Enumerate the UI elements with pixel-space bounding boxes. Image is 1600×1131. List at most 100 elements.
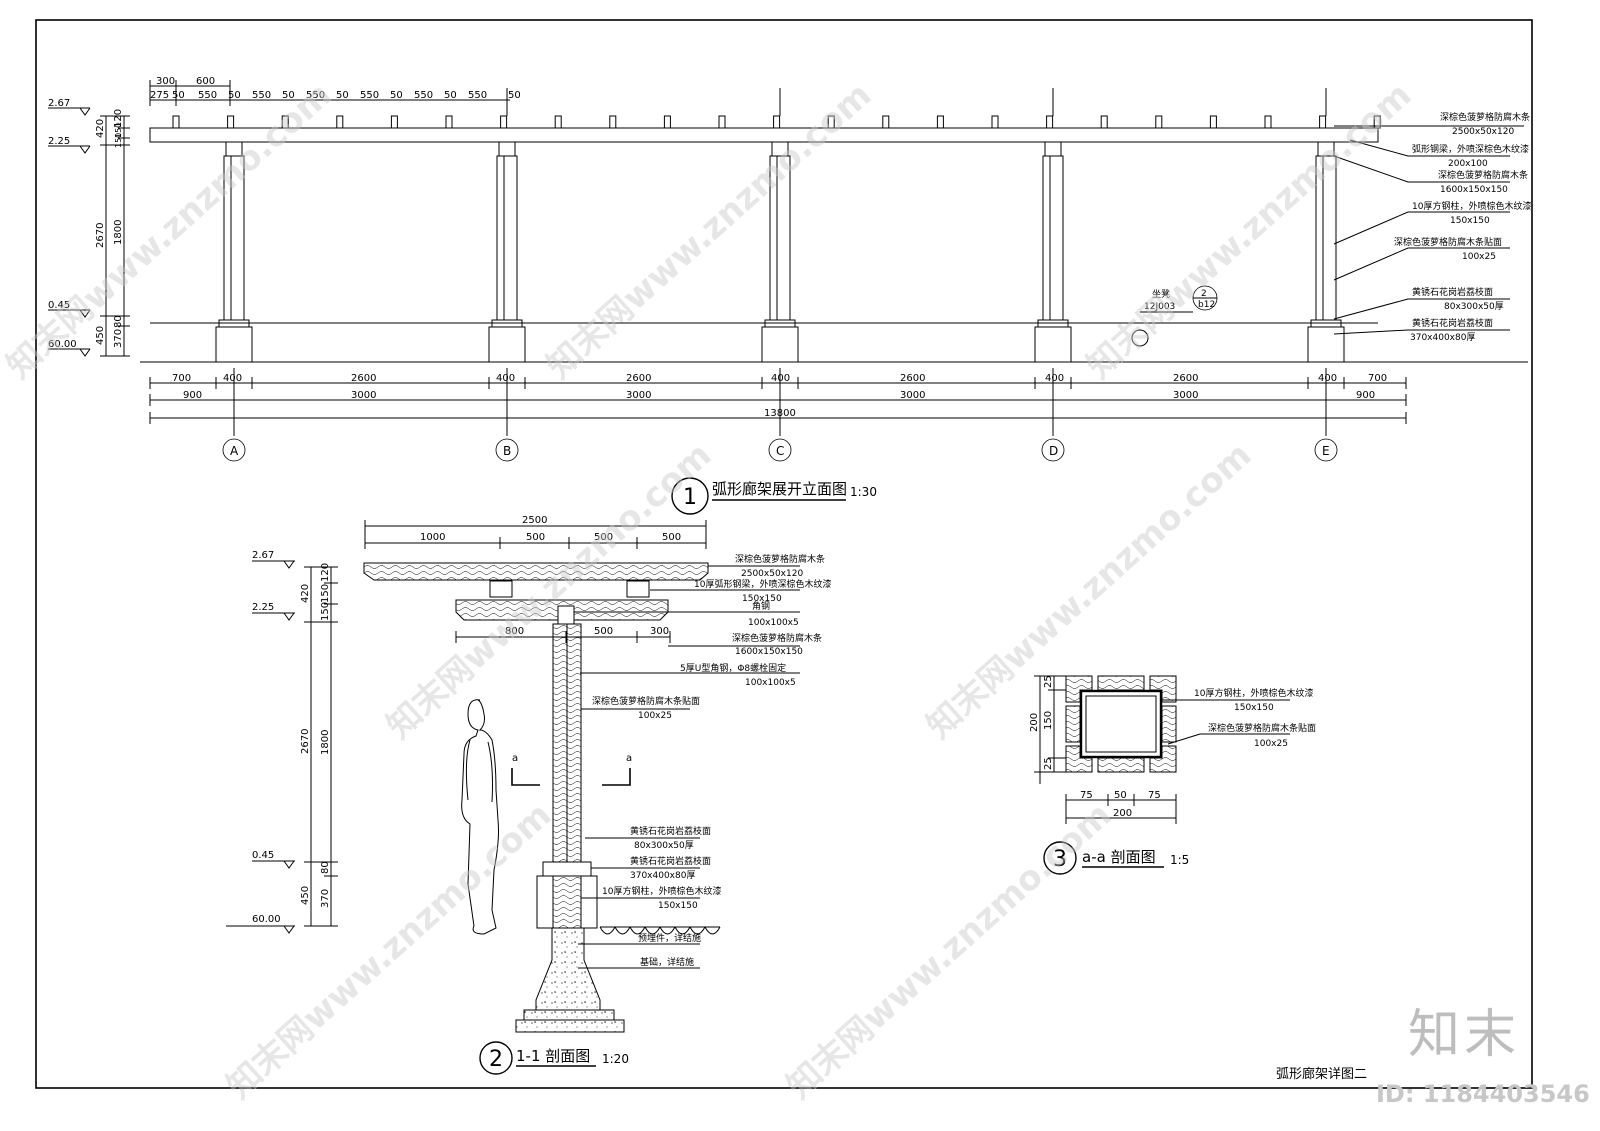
s11-level-1: 2.25: [252, 602, 274, 613]
height-150a: 150: [114, 123, 123, 138]
elevation-title: 1 弧形廊架展开立面图 1:30: [671, 477, 877, 515]
rafter-dim-5: 50: [282, 90, 295, 101]
aa-dims-bottom: 75 50 75 200: [1065, 790, 1177, 824]
rafter-1: [227, 115, 235, 129]
bdim2-3: 3000: [900, 390, 925, 401]
aa-wood-tl: [1065, 675, 1093, 703]
section11-levels: 2.67 2.25 0.45 60.00: [226, 550, 295, 934]
s11-level-0: 2.67: [252, 550, 274, 561]
height-370: 370: [113, 329, 124, 348]
section11-title: 2 1-1 剖面图 1:20: [479, 1041, 629, 1075]
bench-ref: 坐凳 12J003 2 b12: [1131, 285, 1218, 347]
aa-note-0-name: 10厚方钢柱，外喷棕色木纹漆: [1194, 687, 1313, 699]
axis-circle-0: [222, 438, 246, 462]
axis-label-4: E: [1322, 444, 1330, 458]
bdim1-8: 2600: [1173, 373, 1198, 384]
s11-note-8-name: 10厚方钢柱，外喷棕色木纹漆: [602, 885, 721, 897]
s11-note-3-size: 1600x150x150: [735, 647, 803, 657]
e-note-1-size: 200x100: [1448, 159, 1488, 169]
rafter-10: [718, 115, 726, 129]
rafter-dim-1: 50: [172, 90, 185, 101]
aa-left-25b: 25: [1043, 757, 1054, 770]
rafter-dim-0: 275: [150, 90, 169, 101]
axis-label-1: B: [503, 444, 511, 458]
aa-wood-top: [1097, 675, 1145, 691]
s11-title-num: 2: [489, 1047, 503, 1072]
elevation-height-dims: 420 2670 450 120 150 150 1800 80 370: [95, 109, 130, 357]
s11-h-2670: 2670: [300, 729, 311, 754]
id-label: ID: 1184403546: [1376, 1080, 1590, 1108]
rafter-dim-4: 550: [252, 90, 271, 101]
rafter-6: [500, 115, 508, 129]
rafter-dim-11: 50: [444, 90, 457, 101]
s11-mark-left: a: [512, 753, 518, 764]
rafter-19: [1209, 115, 1217, 129]
bdim2-4: 3000: [1173, 390, 1198, 401]
bdim1-9: 400: [1318, 373, 1337, 384]
s11-title-text: 1-1 剖面图: [516, 1047, 590, 1065]
rafter-dim-2: 550: [198, 90, 217, 101]
rafter-2: [281, 115, 289, 129]
section-a-a: 25 150 25 200 75 50 75 200 10厚方钢柱，外喷棕色木纹…: [1029, 675, 1316, 875]
elevation-view: 2.67 2.25 0.45 60.00 420 2670 450 120: [48, 76, 1531, 515]
s11-note-4-name: 5厚U型角钢，Φ8螺栓固定: [680, 662, 786, 674]
sheet-border: [35, 19, 1533, 1089]
section11-height-dims: 420 2670 450 120 150 150 1800 80 370: [300, 563, 338, 927]
bdim1-2: 2600: [351, 373, 376, 384]
s11-title-scale: 1:20: [602, 1052, 629, 1066]
bench-ref-label: 坐凳: [1152, 289, 1170, 300]
bench-ref-page: b12: [1198, 300, 1215, 310]
s11-h-450: 450: [300, 886, 311, 905]
s11-note-3-name: 深棕色菠萝格防腐木条: [732, 632, 822, 644]
watermark-2: 知末网www.znzmo.com: [539, 75, 879, 387]
s11-note-10-name: 基础，详结施: [640, 956, 694, 968]
aa-title-num: 3: [1053, 847, 1067, 872]
s11-h-370: 370: [320, 889, 331, 908]
aa-wood-right: [1161, 705, 1177, 743]
s11-note-4-size: 100x100x5: [745, 678, 796, 688]
s11-level-3: 60.00: [252, 914, 281, 925]
total-dim: 13800: [764, 408, 796, 419]
bdim2-1: 3000: [351, 390, 376, 401]
s11-h-80: 80: [320, 861, 331, 874]
bdim1-10: 700: [1368, 373, 1387, 384]
rafter-dim-13: 50: [508, 90, 521, 101]
height-150b: 150: [114, 133, 123, 148]
aa-title-scale: 1:5: [1170, 853, 1189, 867]
rafter-17: [1100, 115, 1108, 129]
watermark-3: 知末网www.znzmo.com: [1079, 75, 1419, 387]
rafter-15: [991, 115, 999, 129]
s11-angle-steel: [557, 605, 575, 625]
bdim1-5: 400: [771, 373, 790, 384]
s11-mark-right: a: [626, 753, 632, 764]
height-450: 450: [95, 326, 106, 345]
axis-label-2: C: [776, 444, 784, 458]
aa-left-25a: 25: [1043, 675, 1054, 688]
rafter-9: [663, 115, 671, 129]
column-cap-1: [498, 141, 516, 157]
axis-label-0: A: [230, 444, 239, 458]
s11-note-7-size: 370x400x80厚: [630, 870, 695, 881]
s11-top-500c: 500: [662, 532, 681, 543]
section-1-1: 2.67 2.25 0.45 60.00 420 2670 450 120: [226, 515, 831, 1075]
rafter-11: [773, 115, 781, 129]
s11-bracket-right: [626, 580, 650, 598]
bdim1-1: 400: [223, 373, 242, 384]
rafter-20: [1264, 115, 1272, 129]
aa-steel-tube-outer: [1079, 689, 1163, 759]
rafter-dim-8: 550: [360, 90, 379, 101]
level-0.45: 0.45: [48, 300, 70, 311]
s11-note-2-name: 角钢: [752, 600, 770, 612]
watermark-1: 知末网www.znzmo.com: [0, 75, 339, 387]
aa-note-1-size: 100x25: [1254, 739, 1288, 749]
elevation-title-num: 1: [683, 485, 697, 510]
e-note-6-name: 黄锈石花岗岩荔枝面: [1412, 317, 1493, 329]
top-dim-300: 300: [156, 76, 175, 87]
s11-note-8-size: 150x150: [658, 901, 698, 911]
s11-beam-800: 800: [505, 626, 524, 637]
s11-note-9-name: 预埋件，详结施: [638, 932, 701, 944]
rafter-13: [882, 115, 890, 129]
e-note-6-size: 370x400x80厚: [1410, 332, 1475, 343]
bdim2-0: 900: [183, 390, 202, 401]
elevation-notes: 深棕色菠萝格防腐木条 2500x50x120 弧形钢梁，外喷深棕色木纹漆 200…: [1333, 111, 1531, 343]
